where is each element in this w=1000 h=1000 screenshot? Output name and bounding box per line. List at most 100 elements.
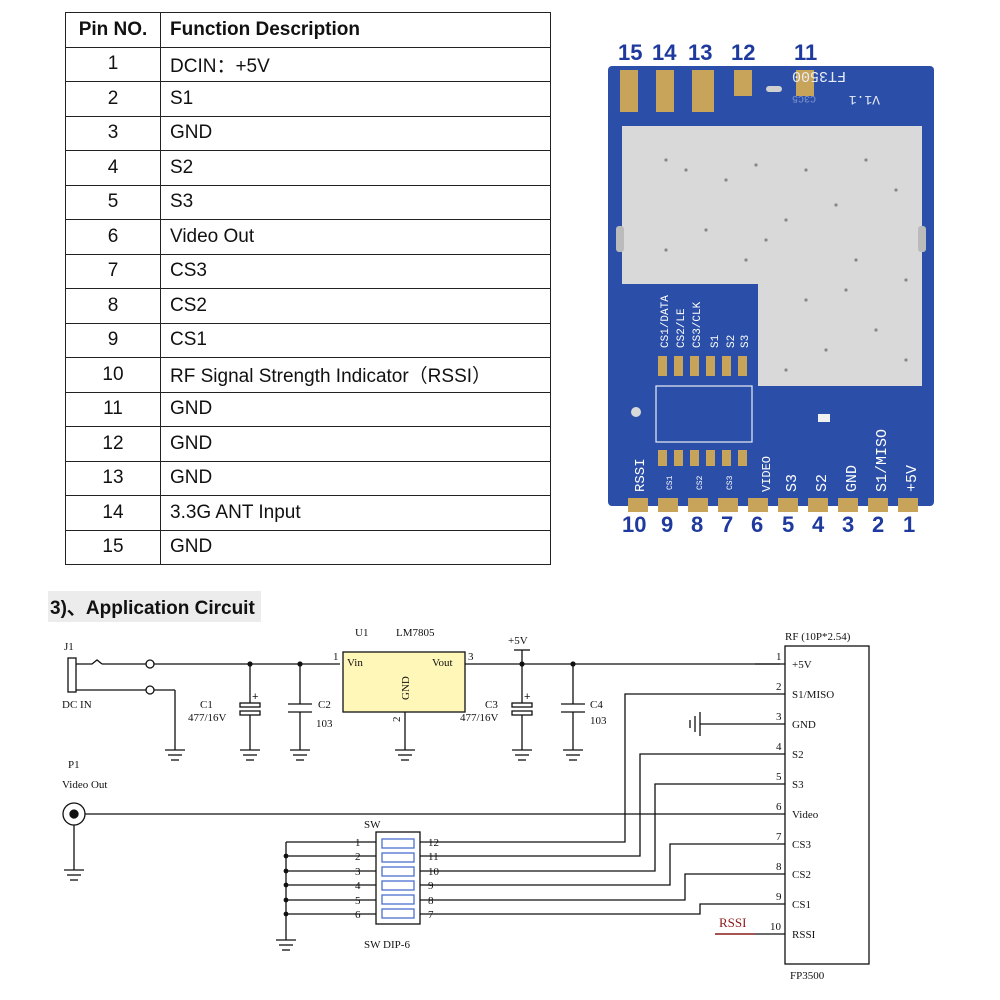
u1-vout: Vout [432,657,453,669]
ground-symbol [240,749,260,761]
silkscreen-pin-label: GND [844,465,861,492]
rf-pin-name: GND [792,719,816,731]
c4-value: 103 [590,715,607,727]
ground-symbol [165,749,185,761]
function-cell: 3.3G ANT Input [160,495,551,531]
rf-pin-name: RSSI [792,929,816,941]
pin-cell: 14 [65,495,161,531]
sw-pin-number: 9 [428,880,434,892]
u1-pin-number: 2 [391,717,403,723]
function-cell: DCIN：+5V [160,46,551,82]
dip-switch-body [375,831,421,925]
rf-pin-number: 7 [776,831,782,843]
pin-cell: 1 [65,46,161,82]
rf-pin-name: Video [792,809,819,821]
c1-label: C1 [200,699,213,711]
c2-value: 103 [316,718,333,730]
silkscreen-code: C3C5 [792,92,816,103]
pin-cell: 10 [65,357,161,393]
sw-pin-number: 7 [428,909,434,921]
silkscreen-dip-label: CS1/DATA [660,295,672,348]
rf-pin-number: 4 [776,741,782,753]
function-cell: CS2 [160,288,551,324]
rssi-net-label: RSSI [719,915,746,930]
c1-value: 477/16V [188,712,227,724]
sw-pin-number: 1 [355,837,361,849]
rf-pin-number: 6 [776,801,782,813]
silkscreen-dip-label: S3 [740,335,752,348]
c3-plate [511,710,533,716]
pin-cell: 12 [65,426,161,462]
ground-symbol [563,749,583,761]
header-function-description: Function Description [160,12,551,48]
header-pin-no: Pin NO. [65,12,161,48]
top-pin-number: 12 [731,40,755,65]
bottom-pads [628,498,918,512]
coax-center [69,809,79,819]
p1-label: P1 [68,759,80,771]
function-cell: S3 [160,184,551,220]
dip-switch-levers [381,838,415,919]
rf-pin-number: 1 [776,651,782,663]
junction-dots [247,661,576,917]
silkscreen-pin-label: CS1 [666,475,675,490]
bottom-pin-number: 6 [751,512,763,537]
bottom-pin-number: 8 [691,512,703,537]
sw-label: SW [364,819,381,831]
top-pin-number: 11 [794,40,817,65]
sw-pin-number: 10 [428,866,440,878]
sw-pin-number: 6 [355,909,361,921]
pin-cell: 15 [65,529,161,565]
pad [692,70,714,112]
rf-pin-name: S1/MISO [792,689,834,701]
pad [656,70,674,112]
pin-cell: 2 [65,81,161,117]
function-cell: GND [160,391,551,427]
function-cell: S1 [160,81,551,117]
rf-header: RF (10P*2.54) [785,631,851,643]
silkscreen-pin-label: CS2 [696,475,705,490]
j1-name: DC IN [62,699,92,711]
table-header-row: Pin NO. Function Description [65,12,551,48]
top-pin-number: 13 [688,40,712,65]
ground-symbol [395,749,415,761]
shield-clip [918,226,926,252]
dip-pads [658,356,747,466]
pad [620,70,638,112]
pin-cell: 13 [65,460,161,496]
module-photo: 15 14 13 12 11 FT3500 V1.1 C3C5 [606,30,936,540]
dc-jack-pin [76,659,103,665]
function-cell: CS1 [160,322,551,358]
rf-pin-number: 9 [776,891,782,903]
u1-label: U1 [355,627,368,639]
sw-pin-number: 3 [355,866,361,878]
application-circuit: + + J1 DC IN U1 LM7805 Vin Vout GND 1 2 … [0,620,1000,1000]
function-cell: GND [160,529,551,565]
u1-regulator-body [342,651,466,713]
p1-name: Video Out [62,779,107,791]
u1-gnd: GND [400,676,412,700]
function-cell: S2 [160,150,551,186]
silkscreen-pin-label: VIDEO [760,456,774,492]
smd-part [818,414,830,422]
c1-plate [239,710,261,716]
pad [766,86,782,92]
c3-value: 477/16V [460,712,499,724]
circuit-schematic: + + J1 DC IN U1 LM7805 Vin Vout GND 1 2 … [62,627,870,982]
c3-label: C3 [485,699,498,711]
rf-pin-name: CS2 [792,869,811,881]
silkscreen-version: V1.1 [849,92,880,107]
rf-pin-number: 2 [776,681,782,693]
